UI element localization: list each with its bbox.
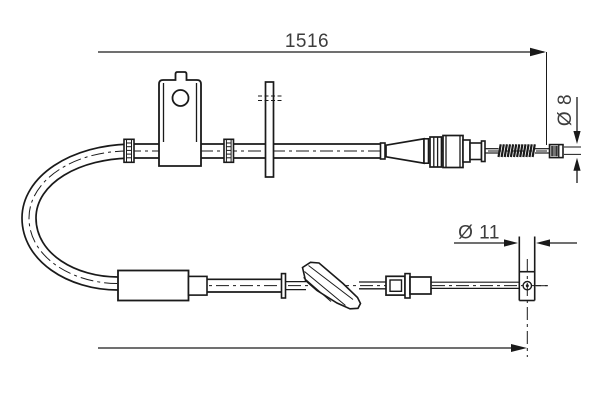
dimension-eye-diameter: Ø 11: [454, 223, 577, 247]
wedge-clip: [301, 261, 362, 310]
mounting-plate: [258, 81, 284, 178]
inner-cable-rod-right: [535, 148, 550, 154]
upper-housing: [134, 143, 381, 159]
lower-housing: [207, 278, 282, 293]
dimension-d11-label: Ø 11: [458, 223, 500, 244]
lower-rod-right: [431, 281, 519, 289]
inner-cable-rod-left: [485, 148, 499, 154]
arrowhead-down: [573, 131, 581, 144]
cable-bend-inner: [35, 157, 135, 278]
abutment-fittings: [429, 134, 486, 169]
arrowhead-right: [511, 344, 527, 352]
bracket-hole: [171, 89, 190, 107]
arrowhead-right: [504, 239, 518, 247]
coil-spring: [497, 144, 536, 158]
inline-connector: [385, 272, 432, 299]
grommet-1: [123, 138, 135, 164]
dimension-end-diameter: Ø 8: [555, 94, 581, 183]
housing-end-flange: [379, 142, 386, 160]
dimension-lower-length: [98, 344, 527, 352]
upper-cable-run: [21, 71, 581, 291]
dimension-overall-length: 1516: [98, 31, 547, 145]
clevis-bracket: [158, 71, 202, 167]
grommet-2: [223, 138, 235, 164]
lower-cable-run: [117, 236, 548, 357]
eye-fitting: [518, 236, 548, 357]
lower-rod-left: [359, 281, 386, 290]
arrowhead-left: [536, 239, 550, 247]
cable-end-nipple: [548, 143, 581, 159]
arrowhead-up: [573, 157, 581, 171]
dimension-length-label: 1516: [285, 31, 329, 52]
arrowhead-right: [530, 47, 546, 57]
dimension-d8-label: Ø 8: [555, 94, 576, 126]
curve-centerline: [28, 150, 129, 284]
conical-boot: [385, 137, 430, 165]
lower-stub: [285, 280, 306, 291]
lower-housing-flange: [280, 272, 287, 299]
outer-sleeve: [117, 269, 208, 302]
cable-bend-outer: [21, 143, 135, 291]
